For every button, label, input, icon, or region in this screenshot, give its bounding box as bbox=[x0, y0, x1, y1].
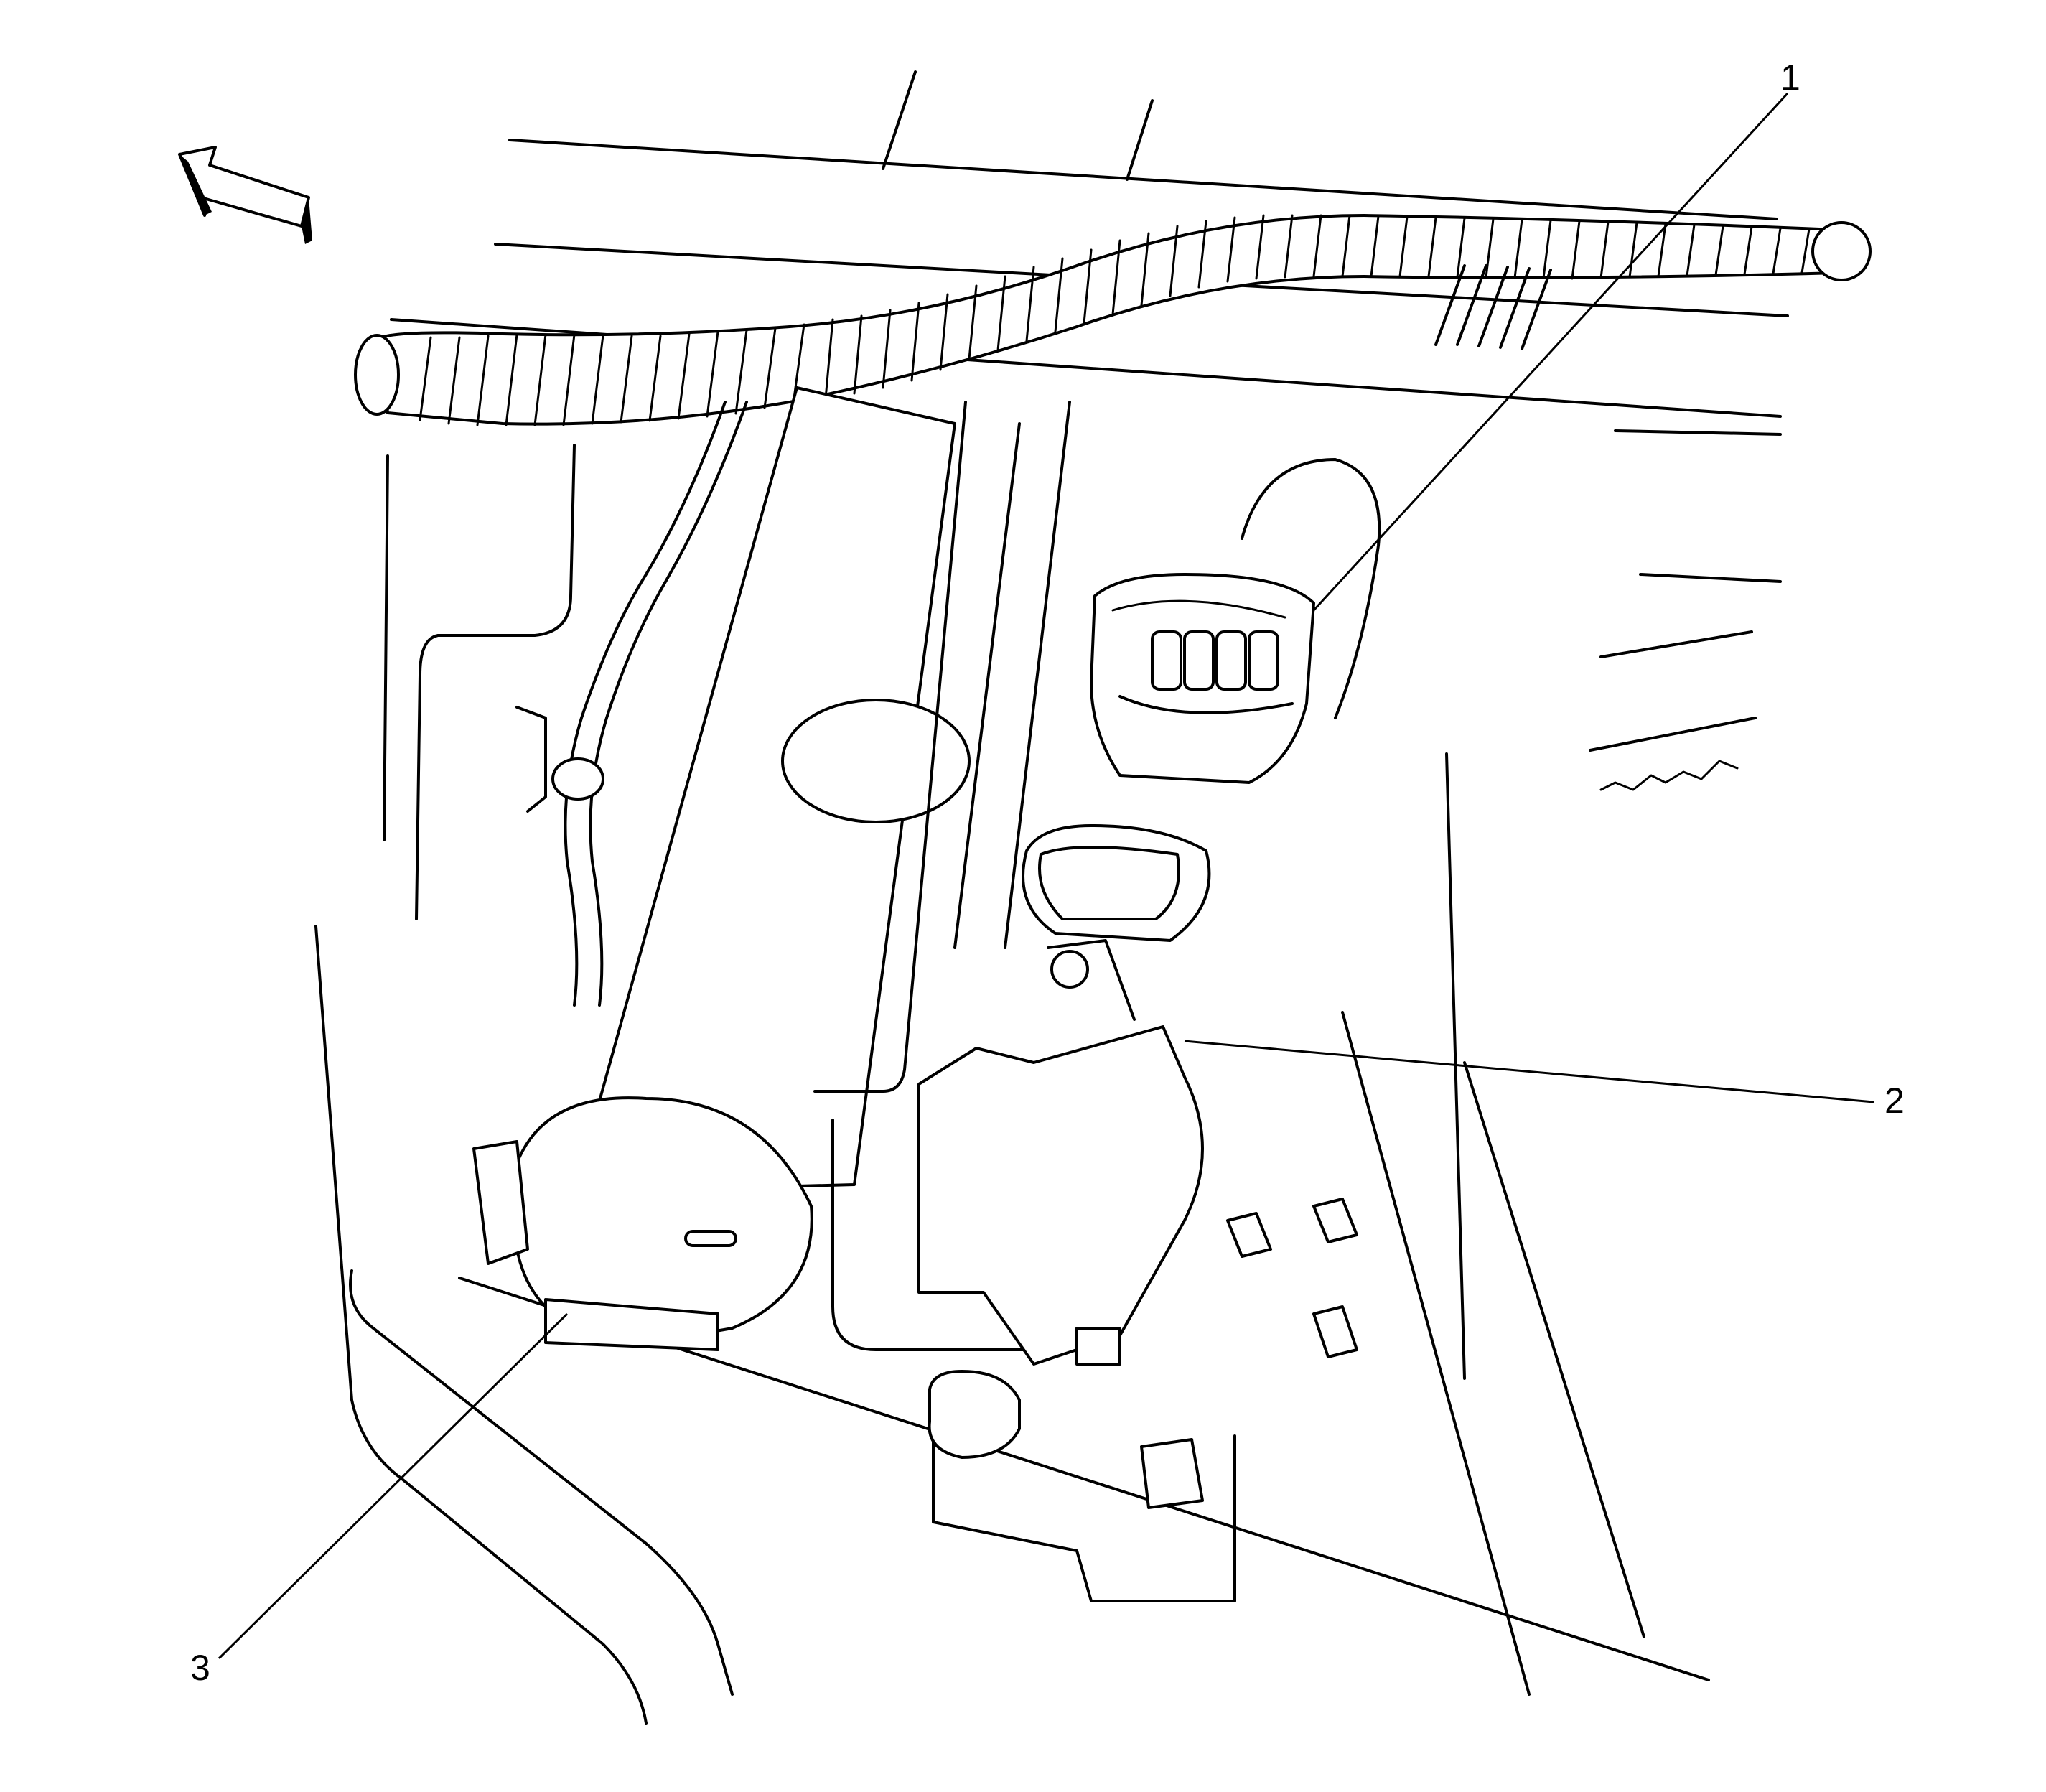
pedal-position-sensor bbox=[917, 824, 1211, 1366]
wiring-harness bbox=[354, 214, 1872, 1007]
connector-1 bbox=[1090, 458, 1381, 784]
callout-3: 3 bbox=[190, 1648, 210, 1688]
callout-1-leader bbox=[1312, 92, 1789, 612]
front-direction-arrow-icon bbox=[178, 146, 312, 244]
callout-2-leader bbox=[1184, 1040, 1874, 1103]
callout-2: 2 bbox=[1884, 1081, 1905, 1121]
callout-1: 1 bbox=[1780, 57, 1800, 98]
callout-3-leader bbox=[218, 1312, 569, 1660]
lower-bracket bbox=[472, 1140, 1358, 1602]
steering-column bbox=[512, 386, 1085, 1351]
